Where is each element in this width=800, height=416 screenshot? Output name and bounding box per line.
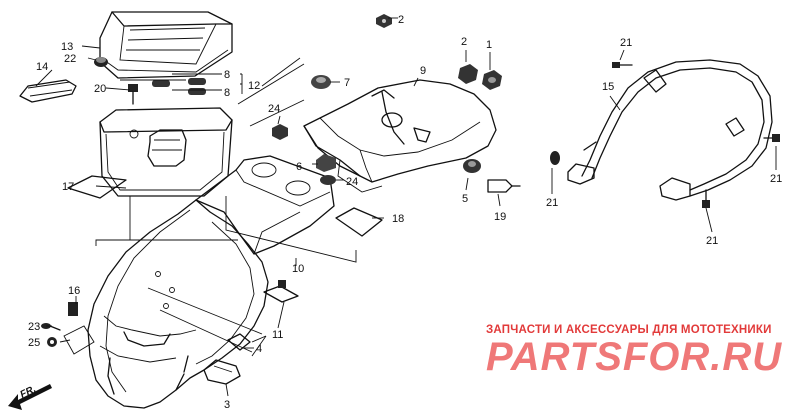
callout-25: 25 xyxy=(28,337,40,349)
callout-15: 15 xyxy=(602,81,614,93)
callout-11: 11 xyxy=(272,329,283,341)
callout-9: 9 xyxy=(420,65,426,77)
inner-fender-10 xyxy=(195,155,335,255)
tool-box-lid xyxy=(99,11,233,79)
bolt-21-top xyxy=(612,62,633,68)
nut-1 xyxy=(482,70,502,90)
callout-6: 6 xyxy=(296,161,302,173)
fr-arrow-icon xyxy=(8,384,52,410)
grommet-7 xyxy=(311,75,331,89)
bolt-21-right xyxy=(763,134,780,142)
watermark: ЗАПЧАСТИ И АКСЕССУАРЫ ДЛЯ МОТОТЕХНИКИ PA… xyxy=(486,324,782,379)
callout-20: 20 xyxy=(94,83,106,95)
callout-10: 10 xyxy=(292,263,304,275)
callout-2-top: 2 xyxy=(398,14,404,26)
washer-25 xyxy=(47,337,57,347)
pad-18 xyxy=(335,207,383,237)
callout-3: 3 xyxy=(224,399,230,411)
callout-2-side: 2 xyxy=(461,36,467,48)
grab-rail-15 xyxy=(567,59,773,201)
watermark-tagline: ЗАПЧАСТИ И АКСЕССУАРЫ ДЛЯ МОТОТЕХНИКИ xyxy=(486,324,772,336)
nut-24-a xyxy=(272,124,288,140)
callout-4: 4 xyxy=(256,343,262,355)
callout-8-b: 8 xyxy=(224,87,230,99)
nut-2-top xyxy=(376,14,392,28)
reflector-16 xyxy=(68,302,78,316)
callout-7: 7 xyxy=(344,77,350,89)
nut-2-side xyxy=(458,64,478,84)
nut-24-b xyxy=(320,175,336,185)
watermark-brand: PARTSFOR.RU xyxy=(486,335,782,379)
callout-23: 23 xyxy=(28,321,40,333)
callout-21-mid: 21 xyxy=(546,197,558,209)
callout-24-top: 24 xyxy=(268,103,280,115)
leader-lines xyxy=(35,17,777,397)
callout-8-a: 8 xyxy=(224,69,230,81)
grommet-5 xyxy=(463,159,481,173)
callout-16: 16 xyxy=(68,285,80,297)
bolt-20 xyxy=(128,84,138,105)
fr-label: FR. xyxy=(18,384,37,401)
bolt-23 xyxy=(41,323,61,331)
callout-14: 14 xyxy=(36,61,48,73)
strap-14 xyxy=(19,79,77,103)
callout-24-low: 24 xyxy=(346,176,358,188)
callout-17: 17 xyxy=(62,181,74,193)
callout-labels: 2 2 1 13 14 22 20 8 8 12 7 9 21 15 24 6 … xyxy=(28,14,782,411)
bolt-19 xyxy=(487,179,521,193)
fender-section-9 xyxy=(303,79,497,193)
callout-21-bottom: 21 xyxy=(706,235,718,247)
pad-17 xyxy=(67,175,127,199)
callout-5: 5 xyxy=(462,193,468,205)
callout-21-top: 21 xyxy=(620,37,632,49)
grommets-8 xyxy=(152,78,206,95)
bolt-21-bottom xyxy=(702,189,710,208)
callout-21-right: 21 xyxy=(770,173,782,185)
callout-1: 1 xyxy=(486,39,492,51)
mount-3 xyxy=(203,359,241,385)
callout-12: 12 xyxy=(248,80,260,92)
clip-11 xyxy=(263,280,299,303)
callout-13: 13 xyxy=(61,41,73,53)
nut-4 xyxy=(227,333,251,351)
tool-tray xyxy=(99,107,233,197)
callout-19: 19 xyxy=(494,211,506,223)
bolt-21-mid xyxy=(550,151,560,165)
callout-22: 22 xyxy=(64,53,76,65)
collar-6 xyxy=(316,154,336,172)
callout-18: 18 xyxy=(392,213,404,225)
knob-22 xyxy=(94,57,108,67)
